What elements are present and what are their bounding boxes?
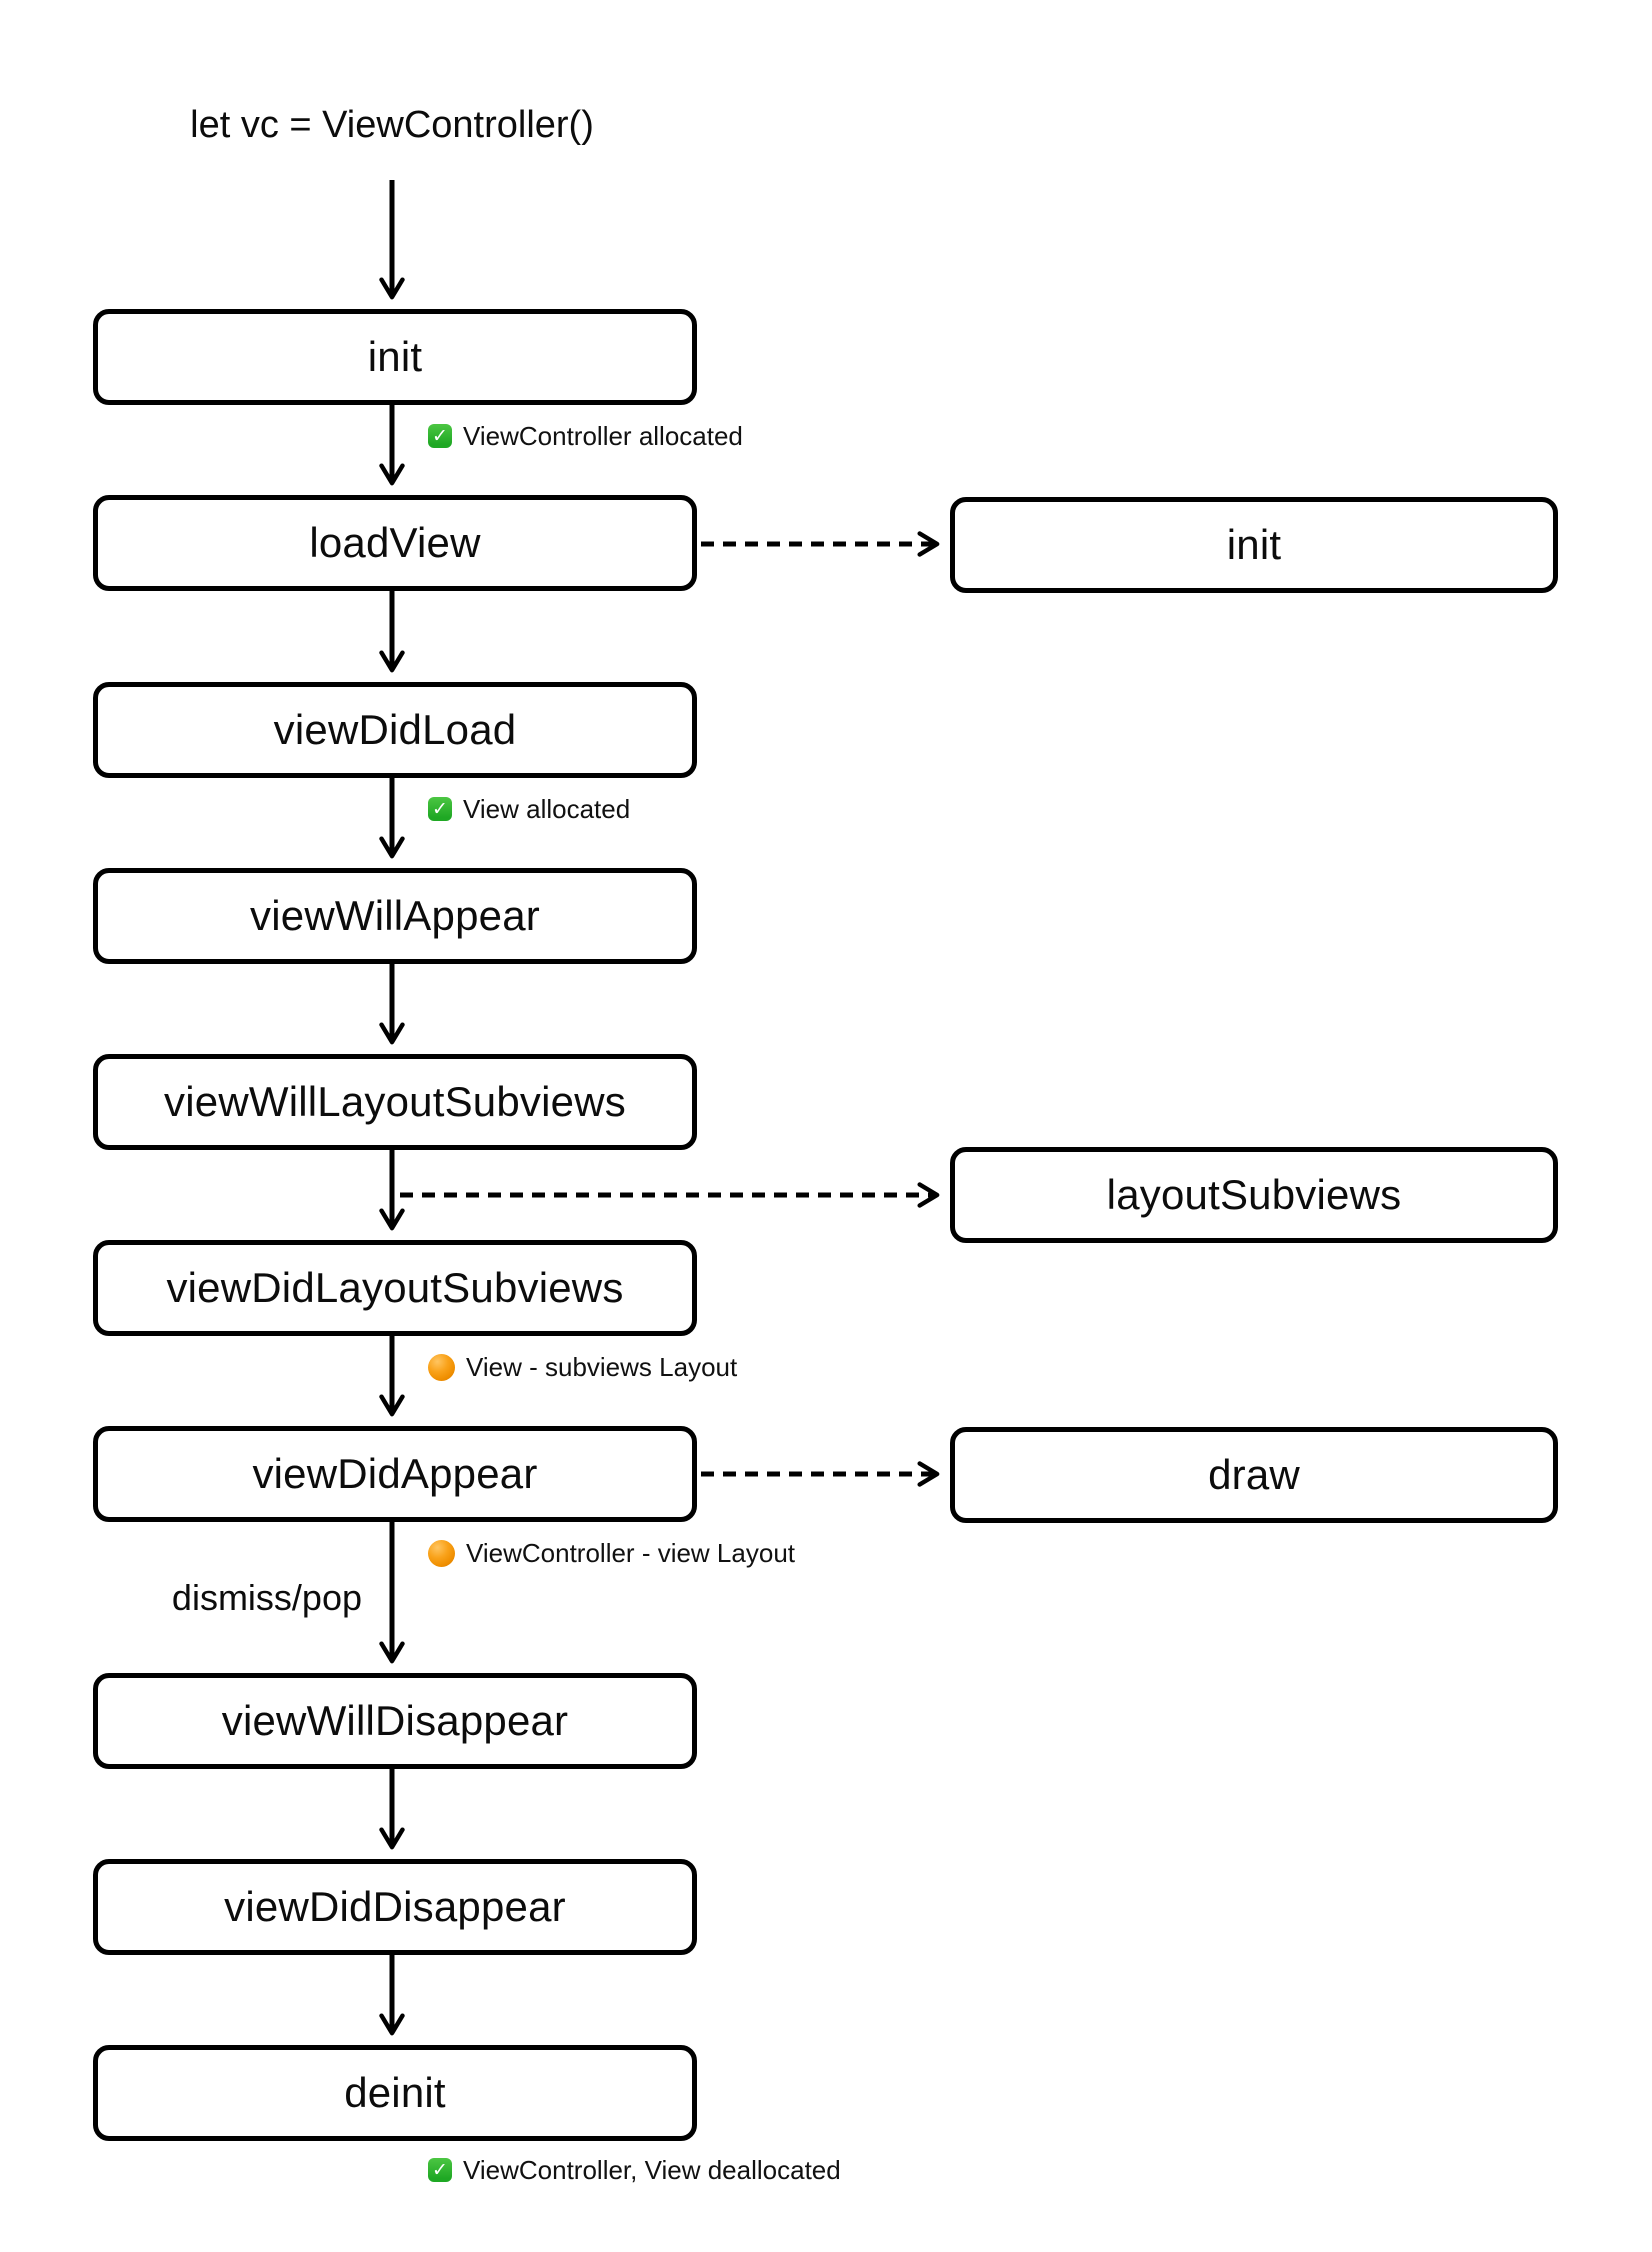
check-icon (428, 797, 452, 821)
node-viewwillappear: viewWillAppear (93, 868, 697, 964)
node-viewdiddisappear-label: viewDidDisappear (224, 1883, 566, 1930)
node-viewwilllayoutsubviews-label: viewWillLayoutSubviews (164, 1078, 626, 1125)
node-viewwilldisappear: viewWillDisappear (93, 1673, 697, 1769)
node-draw: draw (950, 1427, 1558, 1523)
node-viewdidlayoutsubviews-label: viewDidLayoutSubviews (166, 1264, 624, 1311)
node-viewdidappear: viewDidAppear (93, 1426, 697, 1522)
annotation-text: ViewController - view Layout (466, 1537, 795, 1568)
annotation-text: ViewController allocated (463, 420, 743, 451)
annotation-viewcontroller-view-layout: ViewController - view Layout (428, 1537, 795, 1569)
node-viewwilldisappear-label: viewWillDisappear (221, 1697, 569, 1744)
node-loadview-label: loadView (309, 519, 481, 566)
node-viewdidload: viewDidLoad (93, 682, 697, 778)
annotation-text: View - subviews Layout (466, 1351, 738, 1382)
annotation-text: View allocated (463, 793, 631, 824)
node-loadview: loadView (93, 495, 697, 591)
node-viewwilllayoutsubviews: viewWillLayoutSubviews (93, 1054, 697, 1150)
check-icon (428, 2158, 452, 2182)
node-deinit: deinit (93, 2045, 697, 2141)
check-icon (428, 424, 452, 448)
annotation-viewcontroller-view-deallocated: ViewController, View deallocated (428, 2154, 841, 2186)
node-viewdidload-label: viewDidLoad (273, 706, 517, 753)
dismiss-pop-label: dismiss/pop (171, 1577, 362, 1618)
node-init-label: init (367, 333, 423, 380)
node-viewdidappear-label: viewDidAppear (252, 1450, 538, 1497)
annotation-text: ViewController, View deallocated (463, 2154, 841, 2185)
node-viewdidlayoutsubviews: viewDidLayoutSubviews (93, 1240, 697, 1336)
node-layoutsubviews: layoutSubviews (950, 1147, 1558, 1243)
node-view-init: init (950, 497, 1558, 593)
annotation-view-subviews-layout: View - subviews Layout (428, 1351, 737, 1383)
orange-dot-icon (428, 1353, 455, 1381)
node-deinit-label: deinit (344, 2069, 446, 2116)
annotation-viewcontroller-allocated: ViewController allocated (428, 420, 743, 452)
node-view-init-label: init (1226, 521, 1282, 568)
node-init: init (93, 309, 697, 405)
node-viewdiddisappear: viewDidDisappear (93, 1859, 697, 1955)
code-statement: let vc = ViewController() (190, 104, 594, 146)
node-layoutsubviews-label: layoutSubviews (1106, 1171, 1402, 1218)
node-draw-label: draw (1208, 1451, 1300, 1498)
annotation-view-allocated: View allocated (428, 793, 630, 825)
orange-dot-icon (428, 1539, 455, 1567)
node-viewwillappear-label: viewWillAppear (250, 892, 540, 939)
